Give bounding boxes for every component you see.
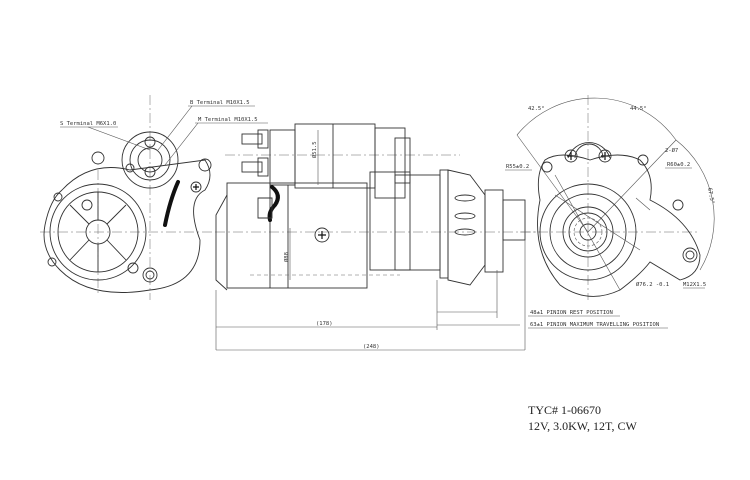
drive-end-view: 42.5° 44.5° 2-Ø7 R55±0.2 R60±0.2 67.5° Ø… <box>505 95 715 300</box>
b-terminal-label: B Terminal M10X1.5 <box>190 100 250 106</box>
spec-line: 12V, 3.0KW, 12T, CW <box>528 419 637 433</box>
stud-label: M12X1.5 <box>683 282 706 288</box>
angle-left-label: 42.5° <box>528 106 545 112</box>
body-length-label: (178) <box>316 321 333 327</box>
side-view: Ø51.5 Ø88 48±1 PINION REST POSITION 63±1… <box>215 123 668 351</box>
s-terminal-label: S Terminal M6X1.0 <box>60 121 116 127</box>
body-diameter-label: Ø88 <box>283 252 290 262</box>
radius-left-label: R55±0.2 <box>506 164 529 170</box>
angle-right-label: 44.5° <box>630 106 647 112</box>
pilot-diameter-label: Ø76.2 -0.1 <box>636 281 669 288</box>
m-terminal-label: M Terminal M10X1.5 <box>198 117 258 123</box>
angle-side-label: 67.5° <box>706 187 715 204</box>
solenoid-diameter-label: Ø51.5 <box>311 141 318 158</box>
rear-end-view: S Terminal M6X1.0 B Terminal M10X1.5 M T… <box>40 95 268 300</box>
total-length-label: (248) <box>363 344 380 350</box>
pinion-travel-label: 63±1 PINION MAXIMUM TRAVELLING POSITION <box>530 322 659 328</box>
pinion-rest-label: 48±1 PINION REST POSITION <box>530 310 613 316</box>
radius-right-label: R60±0.2 <box>667 162 690 168</box>
holes-label: 2-Ø7 <box>665 147 678 154</box>
part-number: TYC# 1-06670 <box>528 403 601 417</box>
